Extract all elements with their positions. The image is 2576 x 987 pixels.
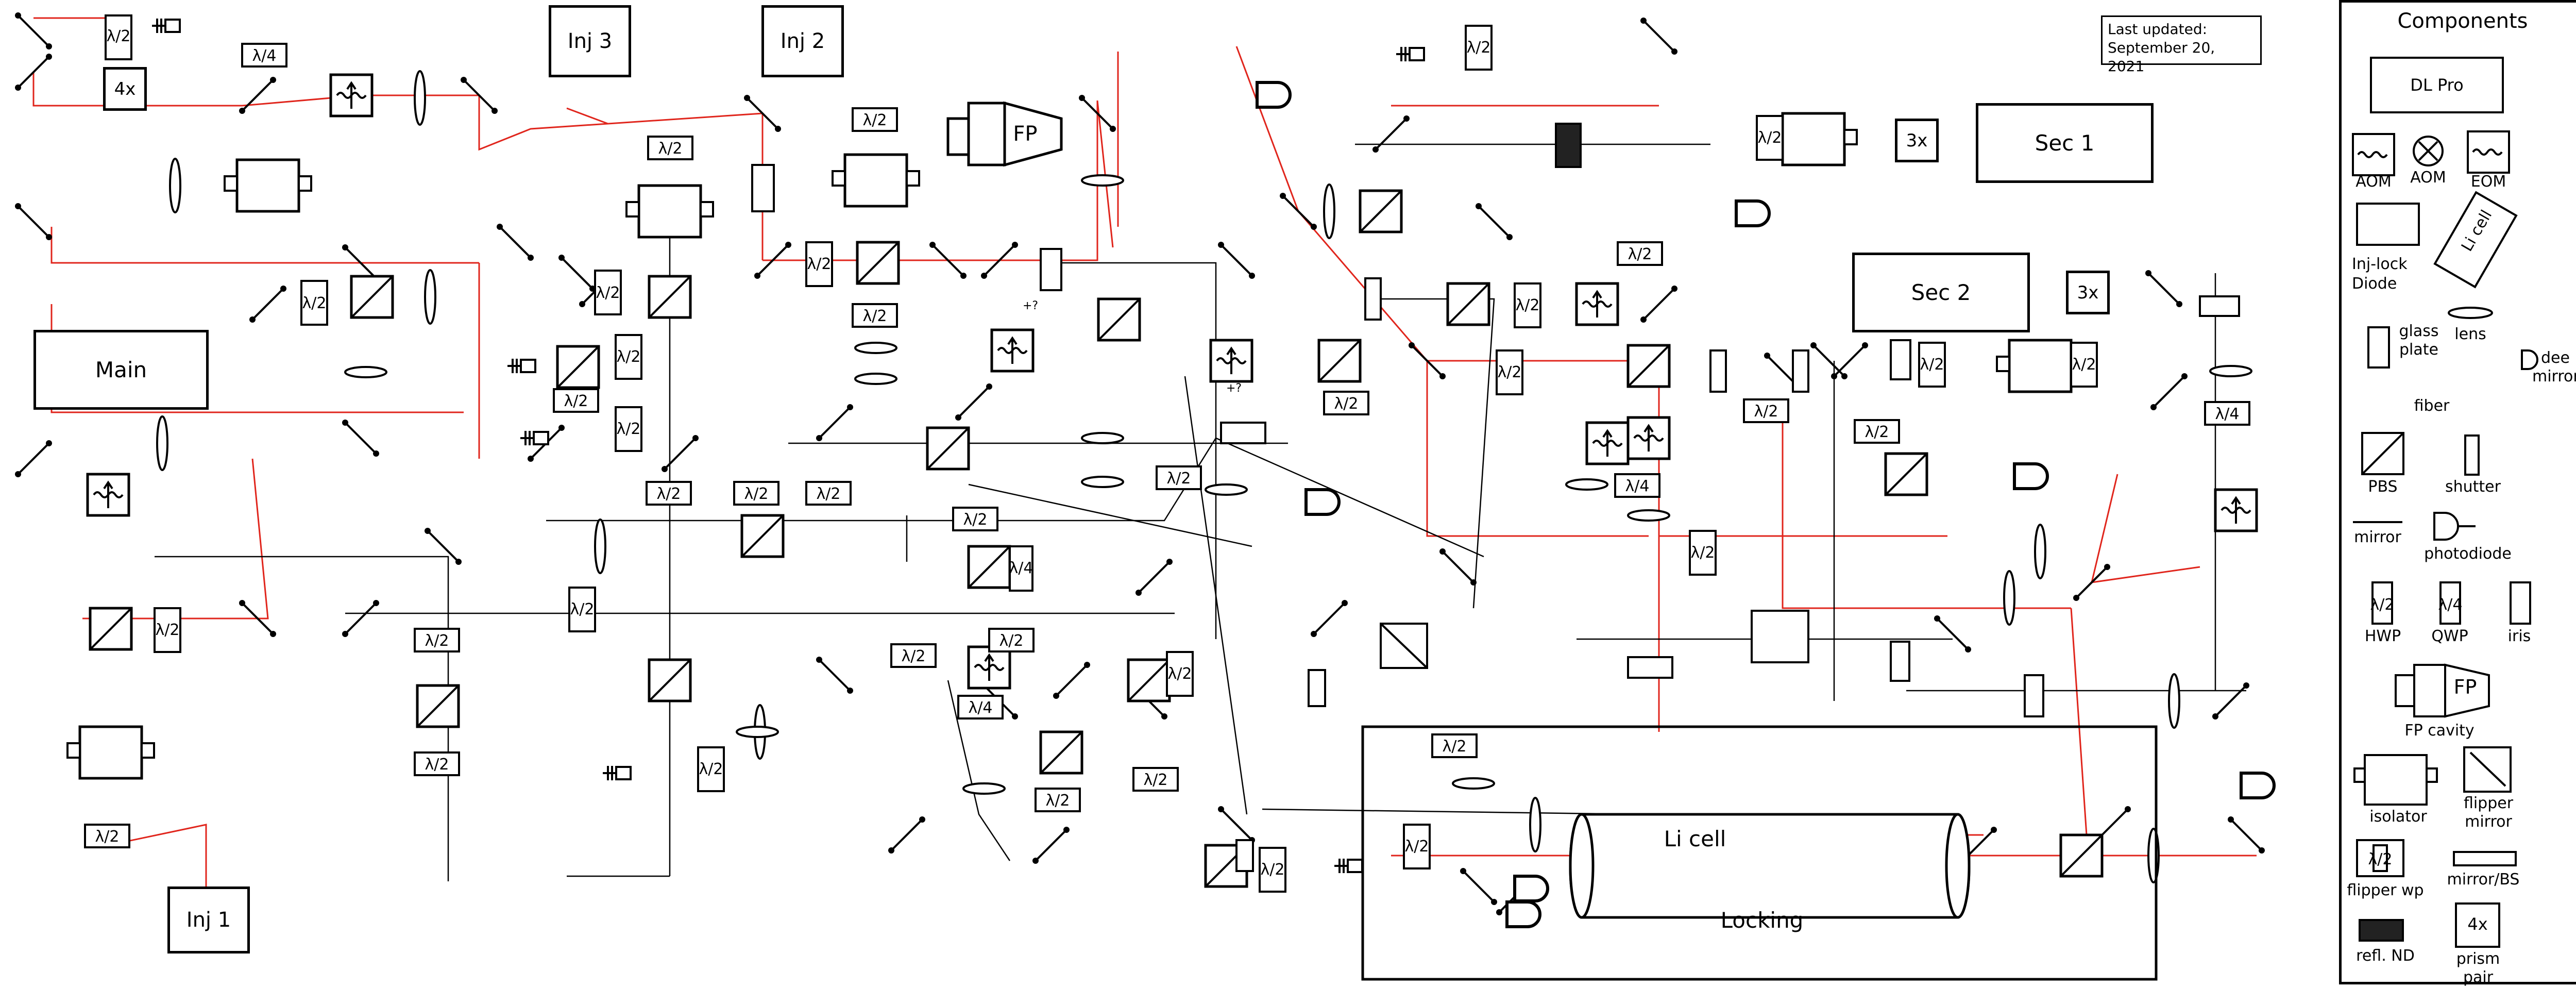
- svg-text:λ/2: λ/2: [107, 27, 131, 45]
- svg-text:λ/2: λ/2: [425, 632, 449, 650]
- svg-text:λ/2: λ/2: [863, 111, 887, 129]
- svg-text:λ/2: λ/2: [1467, 39, 1491, 57]
- svg-text:λ/2: λ/2: [617, 420, 641, 438]
- svg-text:λ/2: λ/2: [1261, 861, 1285, 879]
- svg-text:λ/2: λ/2: [1628, 245, 1652, 263]
- svg-text:λ/4: λ/4: [2438, 596, 2463, 614]
- svg-text:λ/2: λ/2: [2072, 356, 2096, 374]
- svg-text:λ/2: λ/2: [817, 485, 841, 503]
- legend-photodiode-label: photodiode: [2424, 545, 2512, 563]
- legend-aom-label-2: AOM: [2410, 169, 2446, 187]
- inj1-diode-block: Inj 1: [167, 886, 250, 953]
- legend-fiber-label: fiber: [2414, 397, 2450, 415]
- legend-flipper-label-1: flipper: [2463, 794, 2514, 812]
- legend-pbs-label: PBS: [2368, 478, 2398, 496]
- legend-injlock-label-1: Inj-lock: [2352, 255, 2408, 273]
- components-legend: Components DL Pro: [2339, 0, 2576, 986]
- svg-text:λ/2: λ/2: [658, 140, 683, 158]
- svg-text:λ/2: λ/2: [425, 756, 449, 774]
- svg-text:λ/2: λ/2: [1498, 363, 1522, 381]
- legend-glass-label-2: plate: [2399, 341, 2438, 359]
- svg-text:λ/2: λ/2: [2368, 850, 2393, 868]
- svg-text:λ/2: λ/2: [1516, 296, 1540, 314]
- svg-text:λ/2: λ/2: [1758, 129, 1782, 147]
- legend-icons: λ/2 λ/4 λ/2: [2352, 130, 2538, 948]
- svg-text:λ/2: λ/2: [863, 307, 887, 325]
- legend-shutter-label: shutter: [2445, 478, 2501, 496]
- svg-text:λ/2: λ/2: [657, 485, 681, 503]
- svg-text:λ/4: λ/4: [1625, 477, 1650, 495]
- svg-text:λ/2: λ/2: [564, 392, 588, 410]
- legend-flipper-label-2: mirror: [2465, 813, 2512, 831]
- svg-text:λ/2: λ/2: [999, 632, 1024, 650]
- svg-text:λ/2: λ/2: [1691, 544, 1715, 562]
- svg-text:λ/2: λ/2: [1754, 403, 1778, 421]
- legend-aom-label-1: AOM: [2355, 173, 2392, 191]
- locking-label: Locking: [1720, 908, 1804, 933]
- main-laser-block: Main: [33, 330, 209, 410]
- sec2-block: Sec 2: [1852, 253, 2030, 332]
- svg-text:λ/2: λ/2: [1144, 771, 1168, 789]
- svg-text:λ/2: λ/2: [1920, 356, 1944, 374]
- svg-text:λ/2: λ/2: [807, 255, 832, 273]
- legend-dee-label-2: mirror: [2532, 367, 2576, 386]
- svg-text:λ/2: λ/2: [699, 760, 723, 778]
- svg-text:λ/2: λ/2: [1168, 665, 1192, 683]
- sec1-block: Sec 1: [1976, 103, 2154, 183]
- svg-text:λ/2: λ/2: [1046, 792, 1070, 810]
- legend-hwp-label: HWP: [2364, 627, 2401, 645]
- inj2-diode-block: Inj 2: [761, 5, 844, 77]
- svg-text:λ/2: λ/2: [902, 647, 926, 665]
- svg-text:λ/2: λ/2: [744, 485, 769, 503]
- legend-injlock-label-2: Diode: [2352, 275, 2397, 293]
- svg-text:λ/2: λ/2: [1865, 423, 1889, 441]
- legend-title: Components: [2397, 9, 2528, 33]
- legend-mirrorbs-label: mirror/BS: [2447, 871, 2520, 889]
- legend-mirror-label: mirror: [2354, 528, 2401, 546]
- svg-text:λ/2: λ/2: [95, 828, 120, 846]
- svg-text:λ/2: λ/2: [617, 348, 641, 366]
- svg-text:λ/4: λ/4: [1009, 559, 1033, 577]
- legend-flipperwp-label: flipper wp: [2347, 881, 2424, 899]
- x3-block-sec2: 3x: [2066, 271, 2110, 314]
- legend-lens-label: lens: [2454, 325, 2486, 343]
- svg-text:λ/4: λ/4: [969, 699, 993, 717]
- svg-text:λ/2: λ/2: [570, 600, 595, 618]
- svg-text:λ/2: λ/2: [1405, 838, 1429, 856]
- legend-reflnd-label: refl. ND: [2356, 947, 2415, 965]
- svg-text:λ/2: λ/2: [596, 284, 620, 302]
- legend-glass-label-1: glass: [2399, 322, 2439, 340]
- legend-prism-glyph: 4x: [2467, 914, 2488, 934]
- legend-prismpair-label: prism pair: [2456, 950, 2500, 986]
- svg-text:λ/2: λ/2: [1167, 470, 1191, 488]
- svg-text:λ/2: λ/2: [1334, 395, 1359, 413]
- svg-text:λ/4: λ/4: [2215, 405, 2240, 423]
- legend-eom-label: EOM: [2470, 173, 2506, 191]
- x4-prism-block: 4x: [103, 67, 147, 111]
- legend-fp-label: FP: [2453, 676, 2477, 698]
- svg-text:λ/4: λ/4: [252, 47, 277, 65]
- li-cell-label: Li cell: [1664, 826, 1726, 851]
- svg-text:λ/2: λ/2: [156, 621, 180, 639]
- svg-text:+?: +?: [1023, 299, 1038, 312]
- legend-isolator-label: isolator: [2369, 808, 2427, 826]
- fp-label-block: FP: [1013, 122, 1038, 146]
- legend-dee-label-1: dee: [2541, 349, 2570, 367]
- x3-block-top: 3x: [1895, 119, 1939, 162]
- legend-dlpro-box: DL Pro: [2370, 57, 2504, 113]
- legend-iris-label: iris: [2507, 627, 2531, 645]
- svg-text:λ/2: λ/2: [2370, 596, 2395, 614]
- svg-text:λ/2: λ/2: [302, 294, 327, 312]
- legend-qwp-label: QWP: [2431, 627, 2468, 645]
- inj3-diode-block: Inj 3: [549, 5, 631, 77]
- svg-text:λ/2: λ/2: [1443, 738, 1467, 756]
- last-updated-stamp: Last updated: September 20, 2021: [2101, 15, 2262, 75]
- svg-text:λ/2: λ/2: [963, 511, 988, 529]
- svg-text:+?: +?: [1226, 382, 1242, 395]
- legend-fpcavity-label: FP cavity: [2404, 722, 2475, 740]
